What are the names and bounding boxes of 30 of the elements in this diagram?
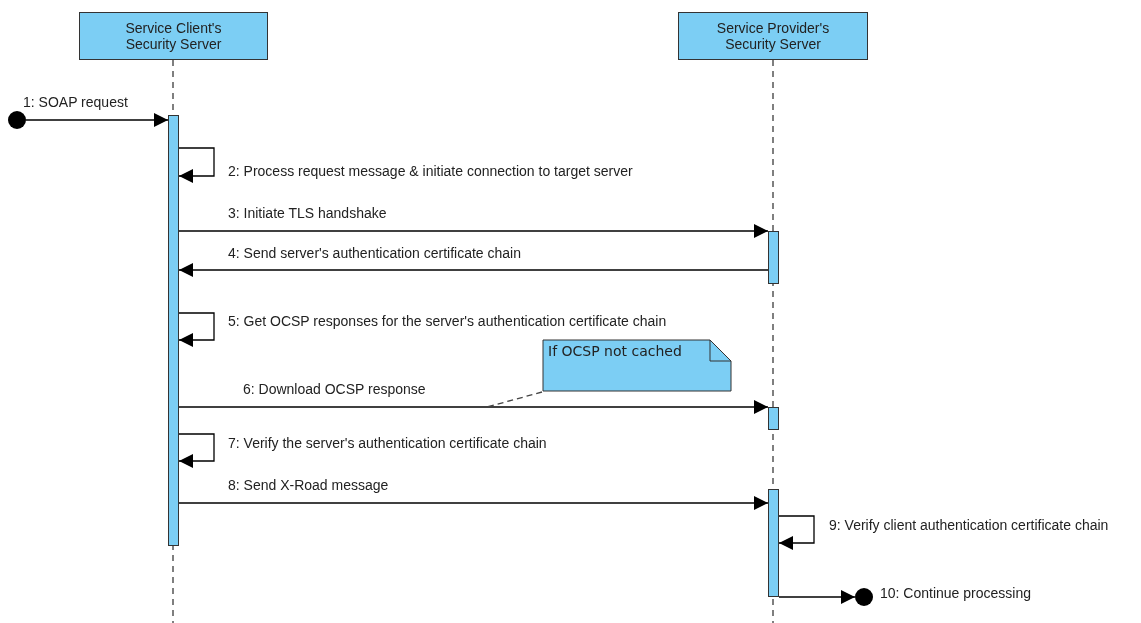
message-arrow — [178, 224, 769, 238]
note-text: If OCSP not cached — [548, 343, 682, 359]
lifeline-header: Service Client's Security Server — [79, 12, 268, 60]
message-label: 3: Initiate TLS handshake — [228, 205, 387, 221]
activation-bar — [168, 115, 179, 546]
message-label: 4: Send server's authentication certificate chain — [228, 245, 521, 261]
leader-line — [486, 391, 543, 408]
self-message-arrow — [178, 312, 215, 347]
message-label: 6: Download OCSP response — [243, 381, 426, 397]
message-label: 1: SOAP request — [23, 94, 128, 110]
message-arrow — [178, 400, 769, 414]
self-message-arrow — [778, 515, 815, 550]
message-arrow — [178, 496, 769, 510]
message-arrow — [778, 590, 856, 604]
message-label: 8: Send X-Road message — [228, 477, 389, 493]
message-label: 5: Get OCSP responses for the server's authentication certificate chain — [228, 313, 667, 329]
lifeline-header: Service Provider's Security Server — [678, 12, 868, 60]
activation-bar — [768, 489, 779, 597]
message-label: 9: Verify client authentication certificate chain — [829, 517, 1109, 533]
message-label: 7: Verify the server's authentication certificate chain — [228, 435, 547, 451]
message-label: 10: Continue processing — [880, 585, 1031, 601]
activation-bar — [768, 231, 779, 284]
self-message-arrow — [178, 433, 215, 468]
message-arrow — [25, 113, 169, 127]
terminal-dot — [8, 111, 26, 129]
activation-bar — [768, 407, 779, 430]
message-label: 2: Process request message & initiate connection to target server — [228, 163, 633, 179]
self-message-arrow — [178, 147, 215, 183]
terminal-dot — [855, 588, 873, 606]
message-arrow — [178, 263, 769, 277]
